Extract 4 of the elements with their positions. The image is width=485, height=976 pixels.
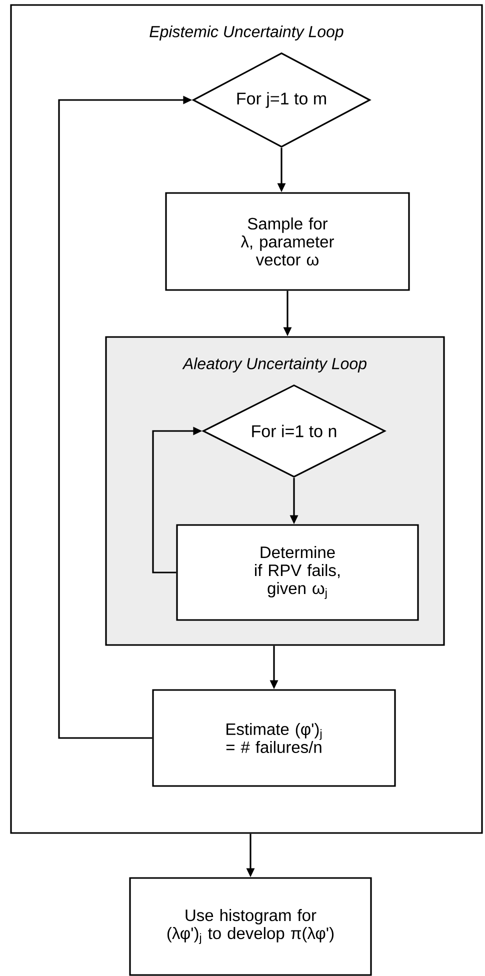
- process-box: Estimate (φ')$_{j}$ = # failures/n: [152, 689, 396, 787]
- process-box: Use histogram for (λφ')$_{j}$ to develop π(λφ'): [129, 877, 372, 976]
- process-box: Sample for λ, parameter vector ω: [165, 192, 410, 291]
- process-box: Determine if RPV fails, given ω$_{j}$: [176, 524, 419, 621]
